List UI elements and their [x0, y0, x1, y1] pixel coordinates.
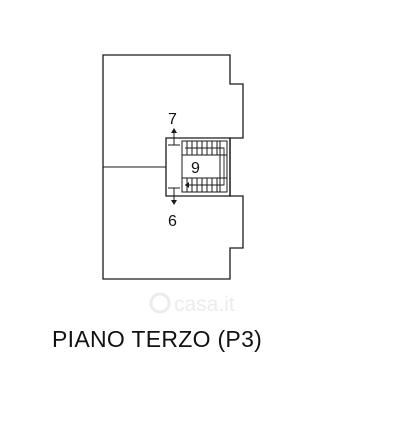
floor-caption: PIANO TERZO (P3) — [52, 326, 263, 352]
unit-label-upper: 7 — [168, 111, 177, 128]
arrow-up-icon — [171, 128, 177, 133]
watermark-text: casa.it — [174, 293, 235, 316]
stair-arrowhead-icon — [185, 182, 189, 188]
stair-core — [165, 137, 231, 197]
stair-flights — [181, 140, 228, 193]
unit-label-lower: 6 — [168, 213, 177, 230]
entrance-upper — [168, 128, 180, 146]
stair-direction-arrow-icon — [185, 147, 225, 186]
entrance-lower — [168, 187, 180, 205]
watermark-logo-icon — [149, 292, 171, 314]
arrow-down-icon — [171, 200, 177, 205]
watermark: casa.it — [149, 292, 235, 316]
stair-landing — [219, 140, 228, 193]
stair-label: 9 — [191, 160, 200, 177]
